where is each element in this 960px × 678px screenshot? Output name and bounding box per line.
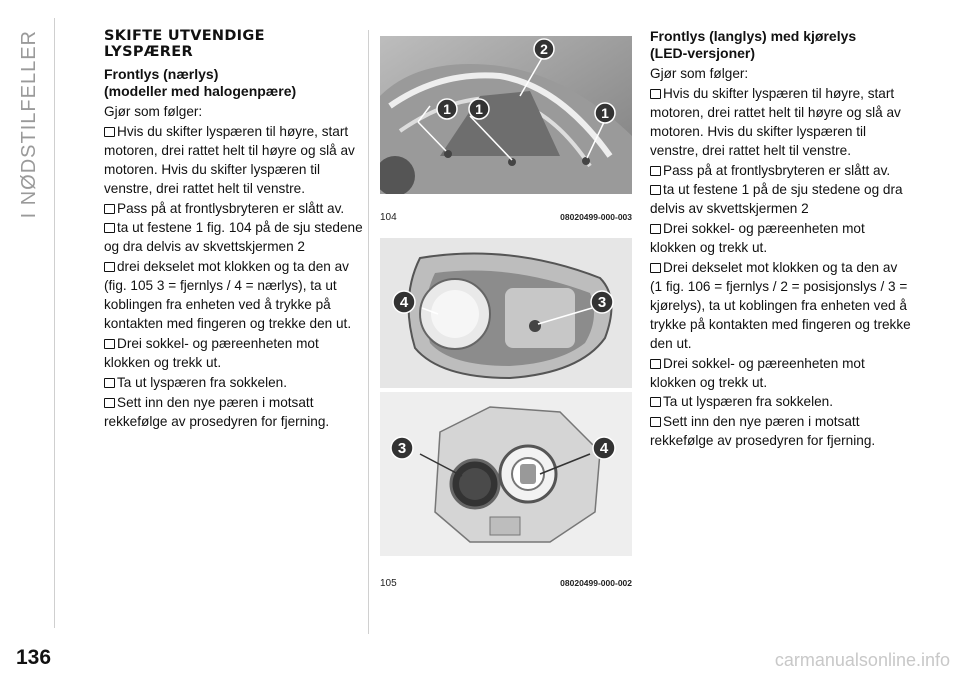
callout-4: 4	[392, 290, 416, 314]
step-text: Hvis du skifter lyspæren til høyre, star…	[104, 123, 355, 196]
step-item: Sett inn den nye pæren i motsatt rekkefø…	[650, 413, 912, 451]
callout-1-center: 1	[468, 98, 490, 120]
figure-code: 08020499-000-003	[560, 212, 632, 222]
page-number: 136	[16, 646, 52, 669]
figure-104-caption: 104 08020499-000-003	[380, 212, 632, 223]
subtitle-line1: Frontlys (langlys) med kjørelys	[650, 28, 857, 44]
callout-3: 3	[390, 436, 414, 460]
callout-3: 3	[590, 290, 614, 314]
callout-label: 1	[601, 105, 609, 121]
chapter-title: I NØDSTILFELLER	[18, 30, 40, 219]
checkbox-bullet-icon	[650, 185, 661, 196]
step-item: Hvis du skifter lyspæren til høyre, star…	[650, 85, 912, 161]
step-item: ta ut festene 1 på de sju stedene og dra…	[650, 181, 912, 219]
column-divider	[368, 30, 369, 634]
figure-code: 08020499-000-002	[560, 578, 632, 588]
section-title-line2: LYSPÆRER	[104, 44, 193, 60]
step-item: Hvis du skifter lyspæren til høyre, star…	[104, 123, 364, 199]
subtitle-line1: Frontlys (nærlys)	[104, 66, 219, 82]
callout-4: 4	[592, 436, 616, 460]
step-item: Drei dekselet mot klokken og ta den av (…	[650, 259, 912, 354]
step-item: drei dekselet mot klokken og ta den av (…	[104, 258, 364, 334]
step-text: Pass på at frontlysbryteren er slått av.	[117, 200, 345, 216]
step-text: Sett inn den nye pæren i motsatt rekkefø…	[650, 414, 876, 449]
figure-105-caption: 105 08020499-000-002	[380, 578, 632, 589]
step-item: Ta ut lyspæren fra sokkelen.	[650, 393, 912, 412]
right-column: Frontlys (langlys) med kjørelys (LED-ver…	[650, 28, 912, 452]
checkbox-bullet-icon	[104, 338, 115, 349]
callout-label: 4	[600, 440, 609, 457]
callout-label: 4	[400, 294, 409, 311]
step-item: ta ut festene 1 fig. 104 på de sju stede…	[104, 219, 364, 257]
subtitle-line2: (modeller med halogenpære)	[104, 83, 297, 99]
callout-1-right: 1	[594, 102, 616, 124]
callout-label: 3	[598, 294, 606, 311]
checkbox-bullet-icon	[104, 126, 115, 137]
callout-label: 3	[398, 440, 406, 457]
subtitle-high-beam: Frontlys (langlys) med kjørelys (LED-ver…	[650, 28, 912, 62]
checkbox-bullet-icon	[650, 165, 661, 176]
intro-text: Gjør som følger:	[104, 104, 203, 119]
checkbox-bullet-icon	[104, 262, 115, 273]
subtitle-low-beam: Frontlys (nærlys) (modeller med halogenp…	[104, 66, 364, 100]
step-item: Drei sokkel- og pæreenheten mot klokken …	[104, 335, 364, 373]
checkbox-bullet-icon	[104, 377, 115, 388]
checkbox-bullet-icon	[650, 358, 661, 369]
callout-label: 2	[540, 41, 548, 57]
step-text: Drei sokkel- og pæreenheten mot klokken …	[650, 221, 865, 256]
subtitle-line2: (LED-versjoner)	[650, 45, 756, 61]
checkbox-bullet-icon	[650, 263, 661, 274]
step-item: Pass på at frontlysbryteren er slått av.	[650, 162, 912, 181]
checkbox-bullet-icon	[650, 88, 661, 99]
step-text: drei dekselet mot klokken og ta den av (…	[104, 259, 352, 331]
step-item: Drei sokkel- og pæreenheten mot klokken …	[650, 355, 912, 393]
step-text: ta ut festene 1 fig. 104 på de sju stede…	[104, 220, 363, 255]
step-text: Pass på at frontlysbryteren er slått av.	[663, 162, 891, 178]
step-text: Hvis du skifter lyspæren til høyre, star…	[650, 85, 901, 158]
step-item: Drei sokkel- og pæreenheten mot klokken …	[650, 220, 912, 258]
checkbox-bullet-icon	[104, 203, 115, 214]
step-text: Ta ut lyspæren fra sokkelen.	[663, 394, 834, 410]
figure-number: 104	[380, 212, 397, 223]
callout-1-left: 1	[436, 98, 458, 120]
figure-number: 105	[380, 578, 397, 589]
step-text: Sett inn den nye pæren i motsatt rekkefø…	[104, 394, 330, 429]
sidebar-divider	[54, 18, 55, 628]
step-item: Ta ut lyspæren fra sokkelen.	[104, 374, 364, 393]
step-text: Drei sokkel- og pæreenheten mot klokken …	[650, 355, 865, 390]
figure-104-wheel-arch: 1 1 1 2	[380, 36, 632, 194]
step-item: Sett inn den nye pæren i motsatt rekkefø…	[104, 394, 364, 432]
step-item: Pass på at frontlysbryteren er slått av.	[104, 200, 364, 219]
step-text: Ta ut lyspæren fra sokkelen.	[117, 374, 288, 390]
intro-text: Gjør som følger:	[650, 66, 749, 81]
checkbox-bullet-icon	[650, 417, 661, 428]
figure-105-headlamp-unit: 3 4	[380, 392, 632, 556]
checkbox-bullet-icon	[104, 397, 115, 408]
checkbox-bullet-icon	[650, 397, 661, 408]
callout-2: 2	[533, 38, 555, 60]
step-text: Drei sokkel- og pæreenheten mot klokken …	[104, 335, 319, 370]
checkbox-bullet-icon	[104, 223, 115, 234]
callout-label: 1	[443, 101, 451, 117]
step-text: Drei dekselet mot klokken og ta den av (…	[650, 260, 911, 351]
step-text: ta ut festene 1 på de sju stedene og dra…	[650, 182, 903, 217]
section-title: SKIFTE UTVENDIGE LYSPÆRER	[104, 28, 364, 60]
callout-label: 1	[475, 101, 483, 117]
checkbox-bullet-icon	[650, 224, 661, 235]
left-column: SKIFTE UTVENDIGE LYSPÆRER Frontlys (nærl…	[104, 28, 364, 432]
figure-105-headlamp-back: 4 3	[380, 238, 632, 388]
section-title-line1: SKIFTE UTVENDIGE	[104, 28, 265, 44]
watermark: carmanualsonline.info	[774, 650, 950, 670]
